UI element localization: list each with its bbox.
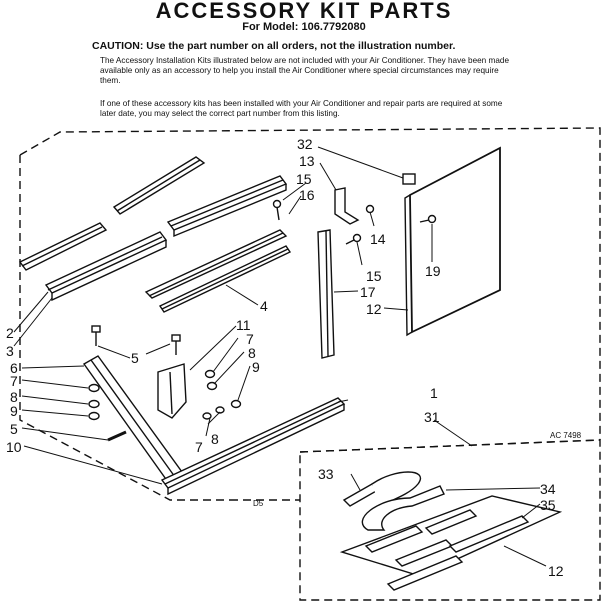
callout-31: 31 — [424, 409, 440, 425]
callout-35: 35 — [540, 497, 556, 513]
leader-lines — [13, 146, 547, 567]
callout-7-lower: 7 — [195, 439, 203, 455]
post-part-17 — [317, 229, 335, 359]
callout-labels: 32 13 15 16 4 11 7 8 9 5 6 7 8 9 5 10 2 … — [6, 136, 582, 579]
callout-10: 10 — [6, 439, 22, 455]
panel-part-19 — [404, 146, 501, 337]
intro-paragraph: The Accessory Installation Kits illustra… — [100, 56, 509, 85]
callout-8-left: 8 — [10, 389, 18, 405]
screw-part-5-a — [91, 325, 101, 346]
callout-7-upper: 7 — [246, 331, 254, 347]
callout-6: 6 — [10, 360, 18, 376]
callout-5-middle: 5 — [131, 350, 139, 366]
callout-13: 13 — [299, 153, 315, 169]
screw-part-19 — [419, 214, 437, 224]
callout-14: 14 — [370, 231, 386, 247]
caution-note: CAUTION: Use the part number on all orde… — [92, 40, 456, 52]
screw-part-15 — [345, 233, 362, 245]
clip-part-32 — [402, 173, 416, 185]
kit-boundary — [19, 127, 601, 440]
callout-33: 33 — [318, 466, 334, 482]
rail-upper-right — [166, 175, 288, 238]
callout-19: 19 — [425, 263, 441, 279]
plate-part-12 — [339, 495, 563, 577]
callout-1: 1 — [430, 385, 438, 401]
hardware-set-left — [88, 383, 100, 421]
callout-5-left: 5 — [10, 421, 18, 437]
callout-2: 2 — [6, 325, 14, 341]
callout-9-upper: 9 — [252, 359, 260, 375]
screw-part-5-b — [171, 334, 181, 355]
callout-9-left: 9 — [10, 403, 18, 419]
callout-8-lower: 8 — [211, 431, 219, 447]
callout-15-right: 15 — [366, 268, 382, 284]
repair-paragraph: If one of these accessory kits has been … — [100, 99, 503, 118]
hardware-set-right — [202, 369, 242, 420]
rail-part-3 — [44, 231, 168, 302]
strips-part-34-35 — [364, 509, 530, 591]
callout-4: 4 — [260, 298, 268, 314]
callout-8-upper: 8 — [248, 345, 256, 361]
channel-part-4 — [144, 229, 292, 313]
bracket-part-11 — [157, 363, 187, 419]
base-rail-part-10 — [160, 397, 346, 496]
rail-upper-left — [112, 156, 206, 215]
callout-11: 11 — [236, 317, 251, 333]
callout-12-lower: 12 — [548, 563, 564, 579]
callout-3: 3 — [6, 343, 14, 359]
callout-16: 16 — [299, 187, 315, 203]
rail-part-2 — [18, 222, 108, 271]
screw-part-5-c — [107, 430, 127, 442]
callout-17: 17 — [360, 284, 376, 300]
kit-box-31 — [299, 439, 601, 601]
bracket-part-13 — [334, 187, 360, 225]
callout-34: 34 — [540, 481, 556, 497]
screw-part-16 — [272, 199, 282, 221]
seal-part-33 — [342, 471, 445, 531]
callout-7-left: 7 — [10, 373, 18, 389]
model-number: For Model: 106.7792080 — [242, 21, 366, 33]
sheet-mark: D5 — [253, 499, 264, 508]
callout-15: 15 — [296, 171, 312, 187]
callout-32: 32 — [297, 136, 313, 152]
callout-12-upper: 12 — [366, 301, 382, 317]
reference-code: AC 7498 — [550, 431, 582, 440]
screw-part-14 — [365, 204, 375, 214]
page-title: ACCESSORY KIT PARTS — [155, 0, 453, 23]
